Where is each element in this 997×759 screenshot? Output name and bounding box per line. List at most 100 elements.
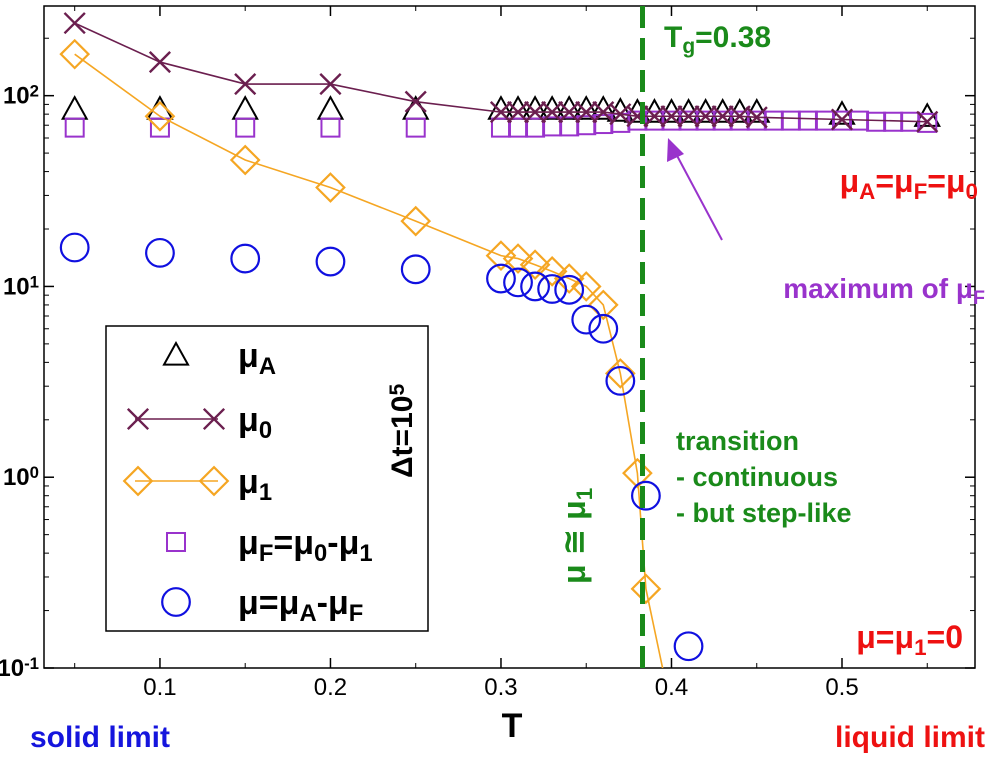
point-mu bbox=[315, 246, 346, 277]
point-mu bbox=[631, 480, 661, 511]
x-axis-label: T bbox=[502, 707, 523, 745]
point-mu1 bbox=[144, 100, 176, 132]
point-mu0 bbox=[63, 12, 86, 35]
mu-approx-label: μ ≅ μ1 bbox=[556, 488, 597, 584]
point-muA bbox=[589, 95, 617, 120]
point-mu1 bbox=[229, 144, 261, 176]
point-muF bbox=[320, 117, 341, 138]
series-mu1 bbox=[59, 38, 664, 668]
point-mu bbox=[59, 232, 90, 263]
series-mu0 bbox=[63, 12, 939, 133]
legend-label: μ0 bbox=[238, 401, 272, 444]
point-mu0 bbox=[404, 90, 427, 113]
point-muA bbox=[606, 97, 635, 122]
series-muF bbox=[64, 110, 938, 138]
point-muF bbox=[235, 117, 256, 138]
point-mu bbox=[605, 365, 636, 396]
point-muA bbox=[504, 95, 532, 120]
annotations: T solid limit liquid limit Tg=0.38μA=μF=… bbox=[30, 21, 985, 754]
series-line-mu0 bbox=[74, 22, 928, 123]
timestep-label: Δt=105 bbox=[386, 384, 419, 478]
point-mu1 bbox=[604, 358, 636, 389]
point-mu1 bbox=[570, 271, 602, 302]
point-mu1 bbox=[536, 255, 568, 287]
point-muA bbox=[231, 95, 259, 120]
series-mu bbox=[59, 232, 704, 662]
plot-frame bbox=[43, 5, 976, 669]
legend-marker bbox=[161, 587, 191, 617]
legend-marker bbox=[122, 465, 154, 497]
point-mu0 bbox=[711, 105, 734, 128]
liquid-limit-label: liquid limit bbox=[835, 721, 985, 754]
point-muF bbox=[797, 110, 818, 131]
point-mu0 bbox=[643, 105, 666, 128]
point-mu1 bbox=[587, 289, 619, 321]
legend-label: μA bbox=[238, 337, 276, 380]
point-mu bbox=[230, 243, 261, 274]
legend-marker bbox=[166, 532, 186, 552]
point-mu0 bbox=[830, 108, 854, 131]
point-mu0 bbox=[575, 101, 598, 124]
point-mu1 bbox=[519, 249, 551, 281]
x-tick-label: 0.2 bbox=[314, 674, 347, 701]
point-mu bbox=[145, 237, 175, 268]
point-mu0 bbox=[319, 73, 342, 96]
y-tick-label: 100 bbox=[3, 463, 39, 491]
series-line-mu1 bbox=[74, 53, 664, 668]
point-mu0 bbox=[728, 105, 751, 128]
legend-marker bbox=[198, 465, 230, 497]
point-mu bbox=[520, 271, 550, 302]
point-mu1 bbox=[502, 243, 534, 274]
point-mu bbox=[537, 274, 568, 304]
mu-zero-label: μ=μ1=0 bbox=[856, 619, 963, 660]
point-mu0 bbox=[506, 101, 530, 124]
legend-item-muF: μF=μ0-μ1 bbox=[166, 524, 373, 567]
legend-item-mu1: μ1 bbox=[122, 463, 272, 506]
point-muA bbox=[521, 95, 549, 120]
point-muA bbox=[538, 95, 566, 120]
point-mu bbox=[400, 254, 431, 285]
x-tick-label: 0.4 bbox=[655, 674, 688, 701]
point-mu bbox=[554, 274, 585, 305]
legend-label: μ1 bbox=[238, 463, 272, 506]
point-muF bbox=[559, 116, 580, 137]
legend-box bbox=[105, 325, 429, 632]
legend: μA μ0 μ1 μF=μ0-μ1 μ=μA-μF Δt=105 bbox=[105, 325, 429, 632]
point-muF bbox=[866, 111, 887, 132]
transition-line: transition bbox=[676, 426, 799, 456]
legend-marker bbox=[202, 407, 226, 431]
series-layer bbox=[59, 12, 941, 668]
point-muF bbox=[405, 117, 426, 138]
point-muA bbox=[555, 95, 583, 120]
y-tick-label: 101 bbox=[3, 273, 39, 301]
point-muF bbox=[780, 110, 801, 131]
point-muF bbox=[917, 112, 938, 133]
point-muF bbox=[542, 116, 563, 137]
point-mu1 bbox=[622, 457, 653, 489]
point-mu1 bbox=[59, 38, 91, 70]
point-mu bbox=[486, 263, 516, 294]
maximum-arrow bbox=[667, 138, 723, 241]
transition-line: - but step-like bbox=[676, 498, 852, 528]
legend-item-muA: μA bbox=[162, 337, 276, 380]
point-mu0 bbox=[694, 105, 717, 128]
point-mu0 bbox=[660, 105, 683, 128]
point-mu0 bbox=[524, 101, 547, 124]
point-mu0 bbox=[745, 106, 768, 129]
point-muA bbox=[487, 95, 515, 120]
legend-item-mu: μ=μA-μF bbox=[161, 584, 363, 627]
point-mu bbox=[588, 313, 619, 344]
legend-label: μF=μ0-μ1 bbox=[238, 524, 373, 567]
y-tick-label: 102 bbox=[3, 82, 39, 110]
solid-limit-label: solid limit bbox=[30, 721, 170, 754]
point-mu0 bbox=[916, 110, 939, 133]
x-tick-label: 0.3 bbox=[484, 674, 517, 701]
maximum-label: maximum of μF bbox=[783, 273, 985, 309]
muA-equals-label: μA=μF=μ0 bbox=[840, 163, 978, 204]
legend-item-mu0: μ0 bbox=[126, 401, 272, 444]
point-mu1 bbox=[630, 573, 662, 605]
point-mu1 bbox=[485, 240, 517, 272]
point-mu0 bbox=[234, 73, 257, 96]
